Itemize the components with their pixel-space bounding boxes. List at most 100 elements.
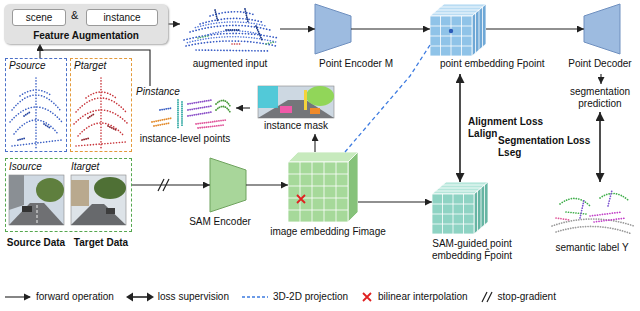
source-points-box: Psource: [5, 58, 67, 152]
grid-lines: [288, 162, 348, 222]
box-title: Feature Augmentation: [4, 30, 168, 42]
anchor: [180, 2, 280, 52]
output-text: segmentation prediction: [562, 84, 638, 112]
encoder-trapezoid: [315, 4, 351, 54]
point-dots: [216, 100, 230, 112]
legend-text: loss supervision: [158, 291, 229, 303]
anchor: [210, 158, 246, 212]
symbol-label: Ptarget: [74, 60, 106, 72]
grid-front: [288, 162, 348, 222]
legend-sample: [126, 291, 154, 303]
point-dots: [10, 78, 62, 148]
tree: [94, 177, 126, 199]
building: [71, 180, 89, 206]
point-cloud-figure: augmented input: [178, 2, 282, 74]
legend-text: 3D-2D projection: [273, 291, 348, 303]
symbol-label: Pinstance: [136, 86, 180, 98]
anchor: [430, 4, 486, 56]
target-points-box: Ptarget: [70, 58, 132, 152]
legend-item: forward operation: [4, 291, 114, 303]
mask-pole: [304, 90, 307, 110]
instance-point-cloud: [152, 100, 230, 128]
grid-top: [288, 152, 358, 162]
legend: forward operation loss supervision 3D-2D p…: [4, 291, 556, 303]
point-dots: [196, 120, 226, 128]
point-dots: [232, 43, 240, 45]
flow-arrow: [236, 107, 250, 108]
legend-item: loss supervision: [126, 291, 229, 303]
option-box: instance: [86, 9, 158, 26]
grid-side: [348, 152, 358, 222]
building: [9, 175, 24, 210]
flow-arrow: [358, 201, 432, 202]
point-dots: [188, 100, 212, 116]
symbol-label: Itarget: [71, 161, 99, 173]
target-point-cloud: [74, 78, 128, 148]
legend-sample: [360, 291, 374, 303]
point-dots: [18, 112, 50, 140]
anchor: [432, 182, 488, 234]
source-point-cloud: [10, 78, 62, 148]
loss-arrow: [459, 74, 461, 182]
legend-sample: [241, 291, 269, 303]
image-figure: Itarget: [70, 161, 127, 227]
legend-text: stop-gradient: [498, 291, 556, 303]
option-label: instance: [87, 12, 157, 24]
road: [9, 203, 64, 225]
flow-arrow: [351, 28, 430, 29]
loss-arrow: [599, 112, 601, 182]
image-frame: [9, 175, 64, 225]
caption: semantic label Y: [546, 242, 638, 254]
mask-car: [280, 106, 292, 113]
point-dots: [552, 219, 634, 234]
image-frame: [258, 86, 334, 118]
point-dots: [560, 193, 628, 214]
point-dots: [215, 9, 262, 40]
point-dots: [580, 190, 612, 218]
mask-tree: [306, 86, 334, 106]
semantic-label-cloud: [552, 190, 634, 234]
legend-text: forward operation: [36, 291, 114, 303]
caption: instance mask: [250, 120, 342, 132]
legend-sample: [24, 294, 31, 301]
caption: augmented input: [178, 58, 282, 70]
image-frame: [71, 175, 126, 225]
flow-arrow: [40, 44, 150, 86]
anchor: [288, 152, 358, 222]
legend-sample: [126, 293, 133, 302]
legend-sample: [482, 292, 492, 302]
point-dots: [152, 118, 172, 126]
embedding-cube: SAM-guided point embedding F̂point: [412, 182, 532, 266]
legend-item: 3D-2D projection: [241, 291, 348, 303]
augmented-point-cloud: [184, 9, 278, 51]
legend-item: bilinear interpolation: [360, 291, 468, 303]
ampersand: &: [71, 9, 78, 21]
target-image: [71, 175, 126, 225]
point-decoder-shape: [584, 4, 620, 54]
point-dots: [178, 100, 182, 128]
anchors: [180, 2, 636, 238]
tree: [36, 178, 64, 202]
sam-encoder-shape: [210, 158, 246, 212]
option-label: scene: [13, 12, 65, 24]
encoder-trapezoid: [210, 158, 246, 212]
caption: image embedding Fimage: [262, 226, 394, 238]
legend-item: stop-gradient: [480, 291, 556, 303]
feature-augmentation-box: & Feature Augmentation scene instance: [4, 4, 168, 44]
point-dots: [82, 114, 116, 140]
mask-car: [310, 108, 320, 114]
encoder-block: Point Encoder M: [300, 2, 412, 74]
sam-guided-cube: [432, 182, 488, 234]
option-box: scene: [12, 9, 66, 26]
embedding-cube: point embedding Fpoint: [415, 2, 555, 74]
cube-grid: [432, 185, 485, 234]
encoder-block: SAM Encoder: [180, 158, 260, 234]
cube-grid: [430, 7, 483, 56]
point-dots: [556, 218, 570, 220]
flow-arrow: [600, 74, 601, 84]
point-dots: [184, 12, 278, 51]
point-cloud-figure: Pinstanceinstance-level points: [134, 86, 236, 146]
legend-text: bilinear interpolation: [378, 291, 468, 303]
point-encoder-shape: [315, 4, 351, 54]
